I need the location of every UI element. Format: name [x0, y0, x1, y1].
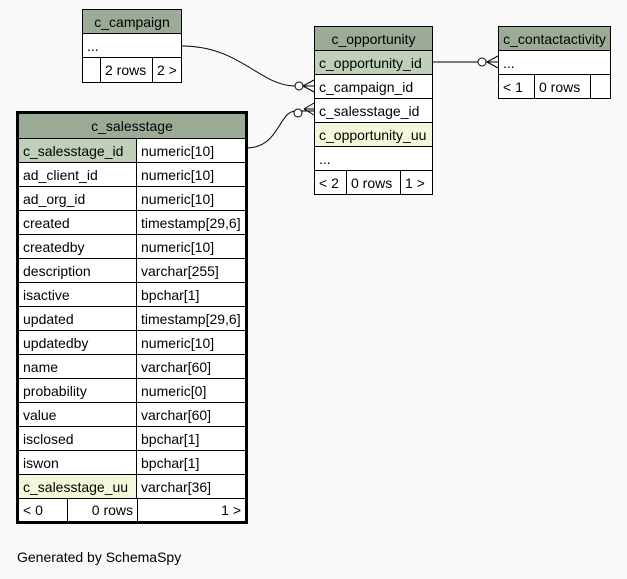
column-name: created: [23, 215, 70, 231]
column-name: updatedby: [23, 335, 89, 351]
edge-salesstage-opportunity-crowfoot: [303, 102, 315, 116]
table-footer: < 0 0 rows 1 >: [19, 499, 245, 521]
table-column-c-salesstage-id: c_salesstage_id numeric[10]: [19, 139, 245, 163]
table-column-ellipsis: ...: [499, 51, 610, 75]
column-type: numeric[10]: [136, 331, 245, 354]
column-type: numeric[10]: [136, 187, 245, 210]
column-name: isactive: [23, 287, 70, 303]
footer-parents: < 1: [503, 79, 523, 95]
column-type: numeric[10]: [136, 235, 245, 258]
table-column-probability: probability numeric[0]: [19, 379, 245, 403]
column-name: description: [23, 263, 91, 279]
table-column-c-opportunity-id: c_opportunity_id: [315, 51, 432, 75]
footer-parents: < 2: [319, 175, 339, 191]
table-column-c-opportunity-uu: c_opportunity_uu: [315, 123, 432, 147]
table-column-value: value varchar[60]: [19, 403, 245, 427]
column-name: c_opportunity_id: [319, 55, 422, 71]
footer-children: 1 >: [137, 499, 245, 521]
table-column-iswon: iswon bpchar[1]: [19, 451, 245, 475]
table-column-created: created timestamp[29,6]: [19, 211, 245, 235]
table-header: c_salesstage: [19, 114, 245, 139]
table-column-c-campaign-id: c_campaign_id: [315, 75, 432, 99]
column-type: numeric[0]: [136, 379, 245, 402]
column-type: timestamp[29,6]: [136, 307, 245, 330]
edge-campaign-opportunity-optional-marker: [294, 81, 304, 91]
column-name: c_salesstage_uu: [23, 479, 129, 495]
edge-salesstage-opportunity: [245, 110, 314, 149]
table-column-name: name varchar[60]: [19, 355, 245, 379]
table-header: c_campaign: [83, 10, 181, 34]
table-column-createdby: createdby numeric[10]: [19, 235, 245, 259]
table-footer: 2 rows 2 >: [83, 58, 181, 82]
table-footer: < 2 0 rows 1 >: [315, 171, 432, 194]
column-name: name: [23, 359, 59, 375]
table-column-c-salesstage-id: c_salesstage_id: [315, 99, 432, 123]
table-header: c_contactactivity: [499, 27, 610, 51]
footer-parents: [83, 58, 100, 82]
column-type: varchar[60]: [136, 403, 245, 426]
column-name: isclosed: [23, 431, 74, 447]
column-name: value: [23, 407, 57, 423]
column-name: ...: [87, 38, 99, 54]
column-type: timestamp[29,6]: [136, 211, 245, 234]
table-column-ad-org-id: ad_org_id numeric[10]: [19, 187, 245, 211]
column-type: varchar[255]: [136, 259, 245, 282]
table-column-ellipsis: ...: [315, 147, 432, 171]
table-c-contactactivity[interactable]: c_contactactivity ... < 1 0 rows: [498, 26, 611, 99]
table-column-updatedby: updatedby numeric[10]: [19, 331, 245, 355]
column-type: bpchar[1]: [136, 283, 245, 306]
footer-rows: 2 rows: [100, 58, 152, 82]
column-name: createdby: [23, 239, 85, 255]
footer-rows: 0 rows: [534, 75, 590, 98]
column-name: ...: [319, 151, 331, 167]
column-name: probability: [23, 383, 87, 399]
edge-campaign-opportunity: [181, 45, 314, 87]
footer-rows: 0 rows: [67, 499, 137, 521]
table-column-updated: updated timestamp[29,6]: [19, 307, 245, 331]
footer-children: 2 >: [152, 58, 181, 82]
column-type: numeric[10]: [136, 139, 245, 162]
column-name: updated: [23, 311, 74, 327]
table-c-campaign[interactable]: c_campaign ... 2 rows 2 >: [82, 9, 182, 83]
column-type: bpchar[1]: [136, 427, 245, 450]
column-type: numeric[10]: [136, 163, 245, 186]
table-column-isactive: isactive bpchar[1]: [19, 283, 245, 307]
edge-salesstage-opportunity-optional-marker: [293, 108, 303, 118]
column-type: bpchar[1]: [136, 451, 245, 474]
column-name: ad_client_id: [23, 167, 98, 183]
table-column-description: description varchar[255]: [19, 259, 245, 283]
footer-rows: 0 rows: [346, 171, 400, 194]
footer-children: 1 >: [400, 171, 432, 194]
table-c-opportunity[interactable]: c_opportunity c_opportunity_id c_campaig…: [314, 26, 433, 195]
column-name: ad_org_id: [23, 191, 86, 207]
table-column-c-salesstage-uu: c_salesstage_uu varchar[36]: [19, 475, 245, 499]
column-type: varchar[60]: [136, 355, 245, 378]
column-name: c_opportunity_uu: [319, 127, 427, 143]
footer-parents: < 0: [23, 502, 43, 518]
edge-opportunity-contactactivity-optional-marker: [477, 57, 487, 67]
column-name: c_salesstage_id: [319, 103, 420, 119]
table-header: c_opportunity: [315, 27, 432, 51]
column-type: varchar[36]: [136, 475, 245, 498]
footer-children: [590, 75, 610, 98]
table-column-isclosed: isclosed bpchar[1]: [19, 427, 245, 451]
table-footer: < 1 0 rows: [499, 75, 610, 98]
column-name: c_campaign_id: [319, 79, 414, 95]
edge-campaign-opportunity-crowfoot: [302, 79, 315, 93]
column-name: c_salesstage_id: [23, 143, 124, 159]
edge-opportunity-contactactivity-crowfoot: [486, 55, 499, 69]
table-column-ad-client-id: ad_client_id numeric[10]: [19, 163, 245, 187]
table-column-ellipsis: ...: [83, 34, 181, 58]
column-name: iswon: [23, 455, 59, 471]
column-name: ...: [503, 55, 515, 71]
generated-by-caption: Generated by SchemaSpy: [17, 549, 182, 565]
